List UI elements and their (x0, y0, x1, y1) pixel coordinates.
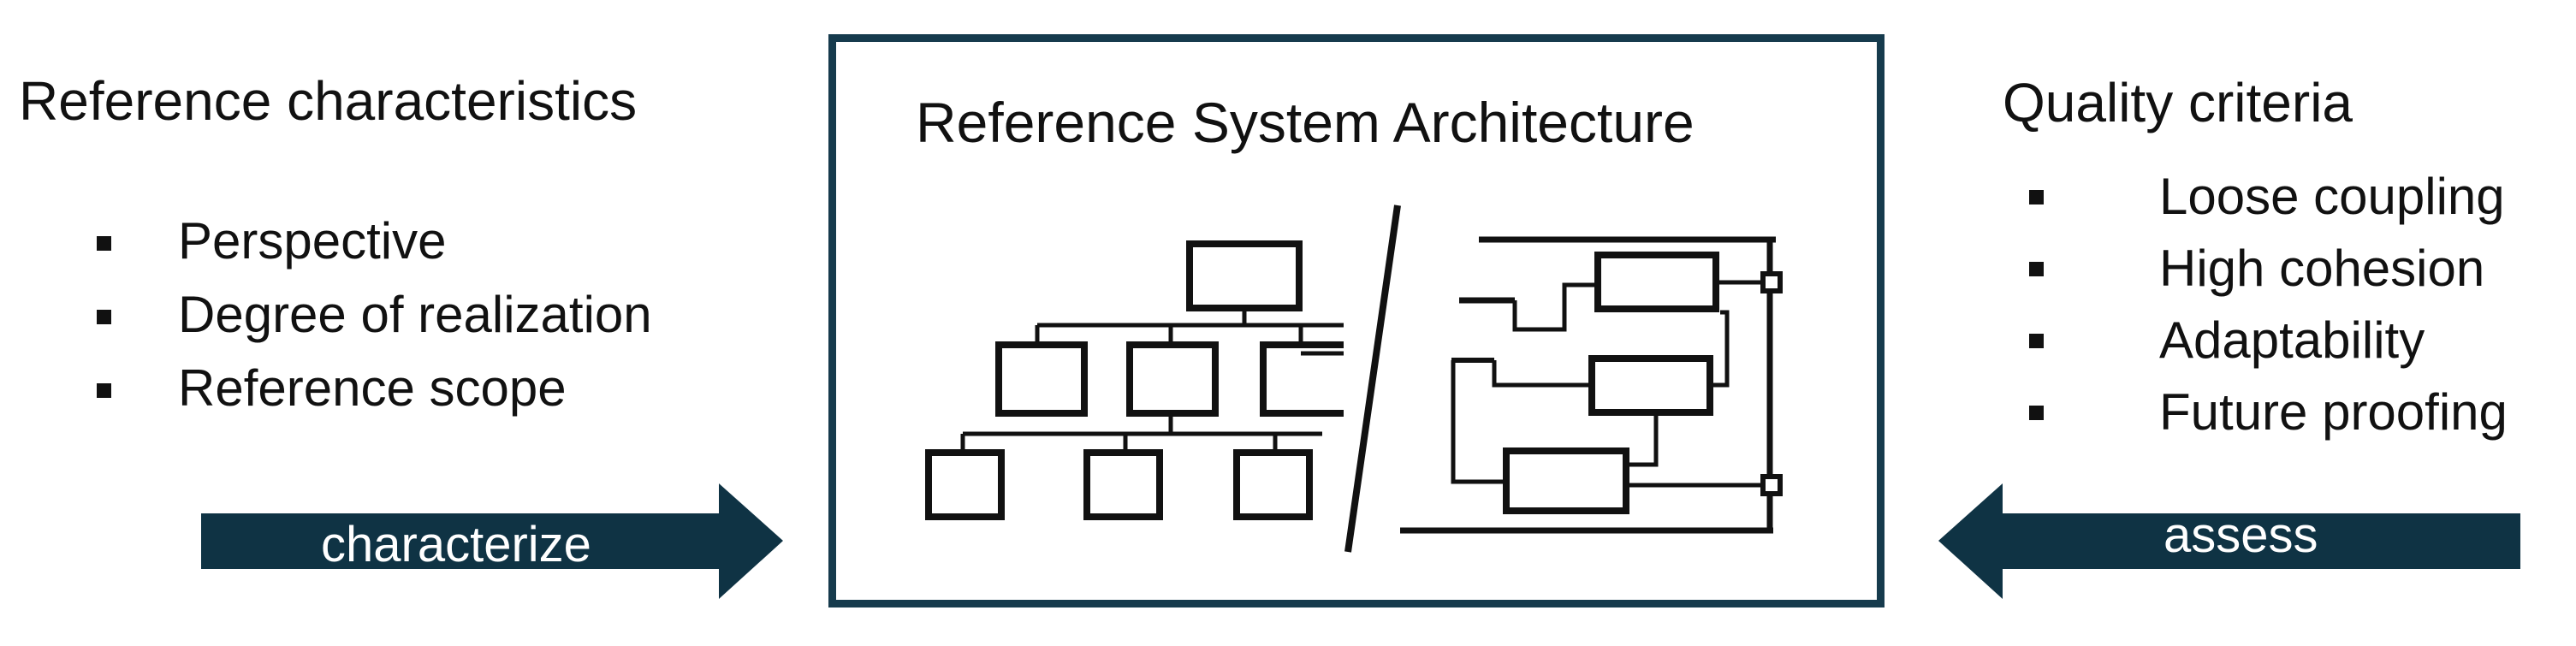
bullet-icon (2029, 406, 2044, 420)
reference-characteristics-list: Perspective Degree of realization Refere… (0, 216, 652, 436)
list-item-label: Degree of realization (178, 286, 652, 343)
reference-characteristics-heading: Reference characteristics (19, 70, 638, 132)
list-item: Perspective (0, 216, 652, 289)
architecture-diagram (925, 204, 1783, 553)
reference-architecture-box (828, 34, 1885, 607)
bullet-icon (97, 310, 111, 324)
divider-slash (1344, 204, 1401, 553)
list-item: Loose coupling (0, 171, 2508, 243)
list-item: High cohesion (0, 243, 2508, 315)
list-item: Future proofing (0, 387, 2508, 459)
list-item: Adaptability (0, 315, 2508, 387)
list-item-label: Reference scope (178, 359, 567, 417)
quality-criteria-list: Loose coupling High cohesion Adaptabilit… (0, 171, 2508, 459)
characterize-arrow (201, 483, 783, 599)
component-diagram-icon (1400, 236, 1783, 534)
bullet-icon (2029, 190, 2044, 204)
center-title: Reference System Architecture (916, 91, 1695, 154)
list-item-label: Loose coupling (2159, 168, 2505, 225)
list-item-label: Adaptability (2159, 311, 2425, 369)
list-item-label: High cohesion (2159, 240, 2485, 297)
list-item: Reference scope (0, 363, 652, 436)
hierarchy-tree-icon (925, 240, 1344, 520)
list-item: Degree of realization (0, 289, 652, 363)
bullet-icon (2029, 262, 2044, 276)
bullet-icon (97, 236, 111, 251)
bullet-icon (2029, 334, 2044, 348)
list-item-label: Future proofing (2159, 383, 2508, 441)
assess-arrow (1938, 483, 2520, 599)
list-item-label: Perspective (178, 212, 447, 270)
assess-label: assess (2163, 507, 2318, 563)
quality-criteria-heading: Quality criteria (2003, 72, 2353, 133)
bullet-icon (97, 383, 111, 398)
characterize-label: characterize (321, 517, 591, 572)
